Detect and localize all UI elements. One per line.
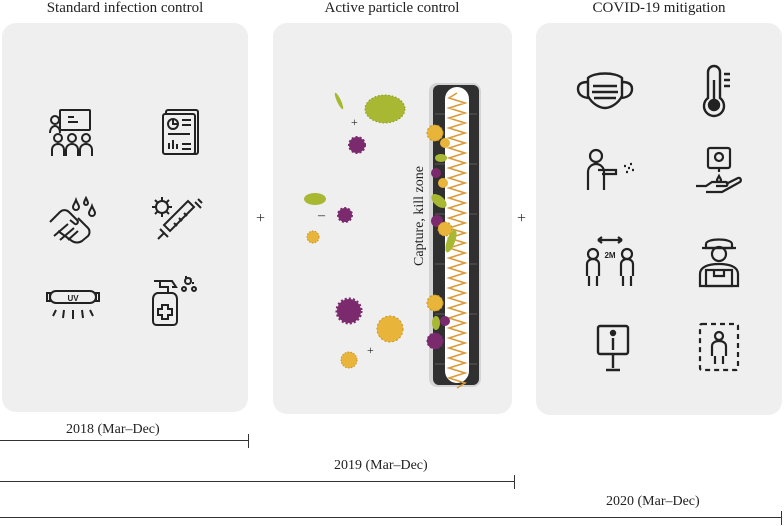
middle-column-title: Active particle control [324, 0, 460, 16]
uv-lamp-icon: UV [46, 290, 100, 319]
capture-kill-zone-label: Capture, kill zone [412, 166, 427, 266]
handwashing-icon [49, 195, 97, 244]
captured-particles [426, 124, 457, 350]
report-document-icon [162, 109, 199, 155]
svg-text:UV: UV [67, 294, 79, 303]
timeline-label-2018: 2018 (Mar–Dec) [66, 422, 160, 437]
capture-device-illustration [304, 83, 481, 389]
information-sign-icon [596, 324, 630, 372]
plus-operator-2: + [517, 210, 527, 227]
timeline-tick-2020 [781, 511, 782, 525]
social-distancing-icon: 2M [585, 236, 635, 286]
meeting-icon [49, 109, 93, 156]
timeline-tick-2019 [514, 475, 515, 489]
particle-charge-plus-b: + [367, 343, 374, 357]
thermometer-icon [702, 64, 730, 118]
disinfection-worker-icon [586, 148, 634, 190]
syringe-virus-icon [152, 197, 203, 240]
left-panel [2, 23, 248, 412]
heating-coil [446, 92, 468, 389]
timeline-bar-2018 [0, 440, 249, 441]
timeline-label-2020: 2020 (Mar–Dec) [606, 494, 700, 509]
left-column-title: Standard infection control [46, 0, 204, 16]
timeline-bar-2020 [0, 517, 782, 518]
timeline-bar-2019 [0, 481, 515, 482]
right-column-title: COVID-19 mitigation [592, 0, 726, 16]
svg-text:2M: 2M [604, 251, 615, 260]
particle-charge-plus-a: + [351, 115, 358, 129]
particle-charge-minus: – [318, 208, 325, 223]
delivery-person-icon [698, 238, 740, 288]
timeline-tick-2018 [248, 434, 249, 448]
timeline-label-2019: 2019 (Mar–Dec) [334, 458, 428, 473]
face-mask-icon [576, 72, 634, 110]
person-frame-icon [698, 322, 740, 372]
plus-operator-1: + [256, 210, 266, 227]
hand-sanitizer-dispenser-icon [696, 146, 742, 194]
free-particles [304, 92, 406, 369]
disinfectant-spray-icon [152, 276, 197, 326]
right-panel [536, 23, 782, 415]
